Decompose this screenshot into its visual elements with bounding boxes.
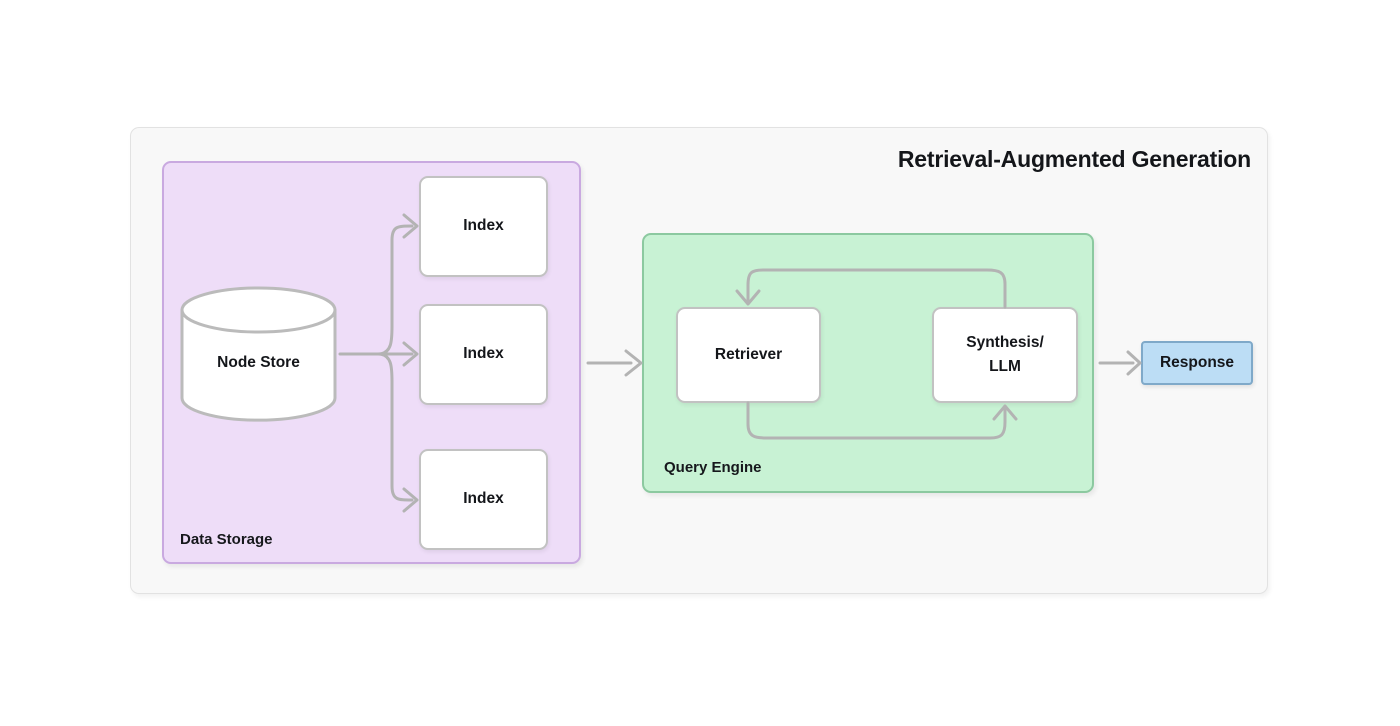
synthesis-llm-label-line2: LLM [989,358,1021,375]
group-label-query-engine: Query Engine [664,459,762,476]
node-store[interactable]: Node Store [179,286,338,422]
index-box-3[interactable]: Index [419,449,548,550]
group-label-data-storage: Data Storage [180,531,273,548]
page-title: Retrieval-Augmented Generation [897,146,1251,172]
synthesis-llm-label-line1: Synthesis/ [966,333,1044,351]
synthesis-llm-box[interactable]: Synthesis/ LLM [932,307,1078,403]
retriever-box[interactable]: Retriever [676,307,821,403]
index-box-1[interactable]: Index [419,176,548,277]
index-box-2[interactable]: Index [419,304,548,405]
response-box[interactable]: Response [1141,341,1253,385]
cylinder-icon [180,286,337,422]
